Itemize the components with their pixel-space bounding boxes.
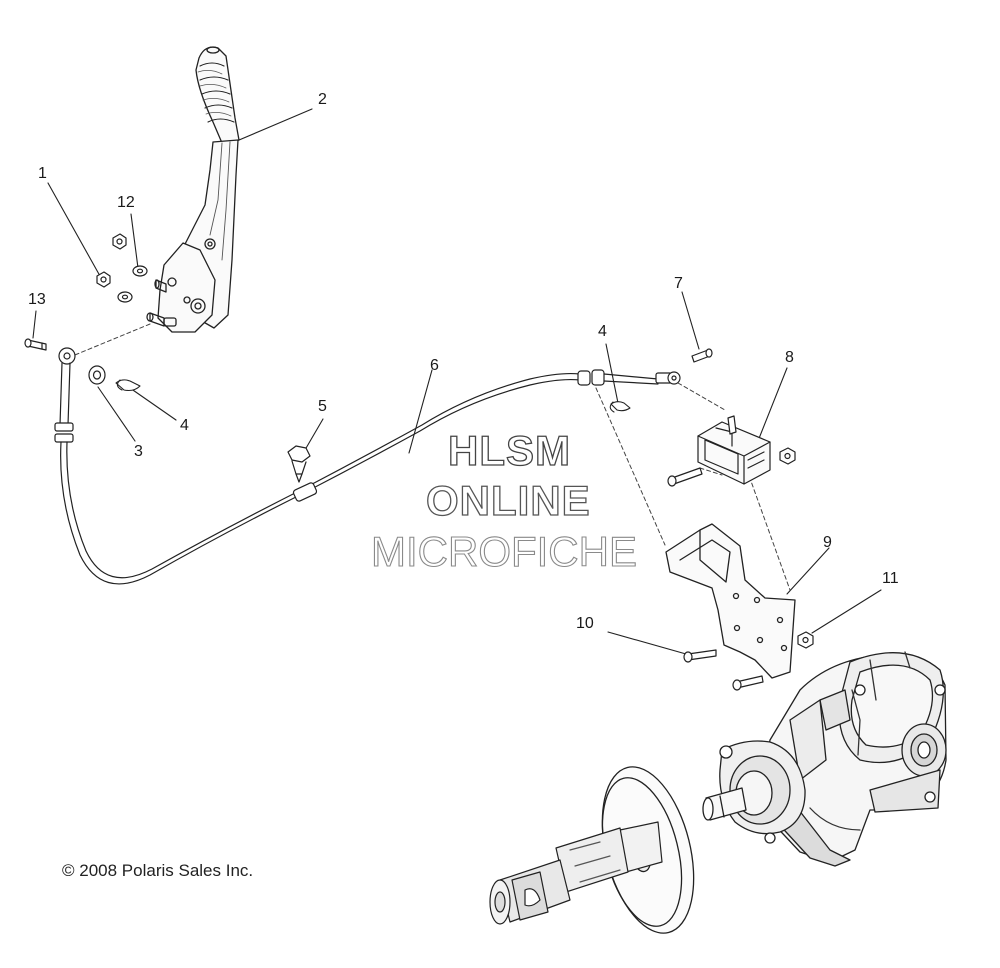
callout-11: 11 (882, 570, 899, 587)
push-rivet (287, 445, 311, 483)
callout-3: 3 (134, 443, 143, 460)
washer (88, 365, 106, 385)
brake-lever (146, 46, 240, 333)
watermark-line-1: HLSM (447, 427, 571, 474)
callout-5: 5 (318, 398, 327, 415)
hair-pin-right (609, 401, 631, 413)
callout-4-right: 4 (598, 323, 607, 340)
callout-8: 8 (785, 349, 794, 366)
callout-12: 12 (117, 194, 135, 211)
callout-10: 10 (576, 615, 594, 632)
callout-13: 13 (28, 291, 46, 308)
flange-nut (797, 631, 814, 649)
copyright-notice: © 2008 Polaris Sales Inc. (62, 861, 254, 880)
bracket-bolts (683, 649, 764, 691)
callout-7: 7 (674, 275, 683, 292)
leader-lines (32, 108, 882, 655)
alignment-dashes (69, 323, 791, 591)
watermark-line-2: ONLINE (425, 477, 591, 524)
callout-2: 2 (318, 91, 327, 108)
callout-6: 6 (430, 357, 439, 374)
gearcase (702, 651, 947, 867)
watermark-line-3: MICROFICHE (370, 528, 637, 575)
clevis-pin (24, 338, 47, 351)
brake-caliper (667, 415, 796, 487)
hair-pin-left (115, 379, 141, 392)
mounting-bracket (665, 523, 796, 679)
callout-1: 1 (38, 165, 47, 182)
pivot-pin (691, 348, 713, 363)
brake-cable (54, 347, 681, 585)
callout-4-left: 4 (180, 417, 189, 434)
callout-9: 9 (823, 534, 832, 551)
drive-shaft (489, 821, 663, 925)
lever-hardware (96, 233, 148, 303)
